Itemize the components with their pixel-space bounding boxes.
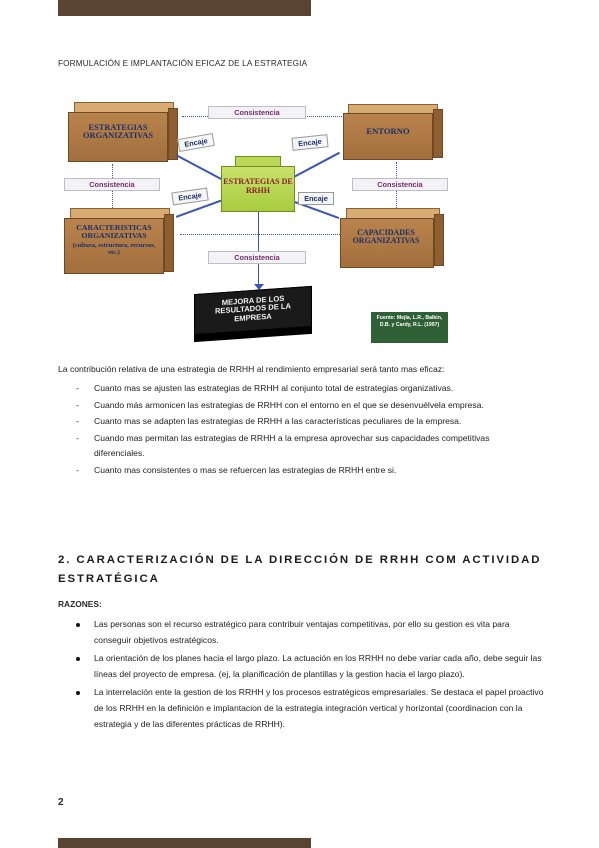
center-box: [221, 166, 295, 212]
bullet-icon: [76, 623, 80, 627]
section-heading: 2. CARACTERIZACIÓN DE LA DIRECCIÓN DE RR…: [58, 554, 542, 585]
bullet-icon: [76, 657, 80, 662]
box-capacidades-organizativas: [340, 208, 446, 268]
box-estrategias-organizativas: [68, 102, 180, 162]
consistencia-pill-top: Consistencia: [208, 106, 306, 119]
bottom-decorative-bar: [58, 838, 311, 848]
box-caracteristicas-organizativas: [64, 208, 176, 274]
intro-paragraph: La contribución relativa de una estrateg…: [58, 364, 445, 374]
center-box-lid: [235, 156, 281, 168]
list-item: -Cuando más armonicen las estrategias de…: [76, 399, 484, 410]
razones-label: RAZONES:: [58, 599, 102, 609]
bullet-list: Las personas son el recurso estratégico …: [58, 617, 548, 735]
list-item: Las personas son el recurso estratégico …: [58, 617, 548, 648]
consistency-line-middle: [180, 234, 340, 235]
list-item: -Cuanto mas consistentes o mas se refuer…: [76, 464, 397, 475]
arrow-line-down: [258, 212, 259, 286]
bullet-icon: [76, 691, 80, 696]
list-item: -Cuando mas permitan las estrategias de …: [76, 432, 490, 459]
encaje-tag-bottom-right: Encaje: [298, 192, 334, 205]
encaje-tag-bottom-left: Encaje: [171, 187, 209, 206]
arrow-encaje-top-right: [289, 151, 340, 180]
center-box-label: ESTRATEGIAS DE RRHH: [223, 177, 293, 195]
label-capacidades-organizativas: CAPACIDADES ORGANIZATIVAS: [352, 228, 420, 245]
label-caracteristicas-sub: (cultura, estructura, recursos, etc.): [72, 242, 156, 256]
page-header: FORMULACIÓN E IMPLANTACIÓN EFICAZ DE LA …: [58, 59, 308, 68]
page-number: 2: [58, 797, 64, 808]
encaje-tag-top-right: Encaje: [291, 134, 329, 151]
encaje-tag-top-left: Encaje: [177, 132, 215, 153]
list-item: La interrelación ente la gestion de los …: [58, 685, 548, 732]
top-decorative-bar: [58, 0, 311, 16]
consistencia-pill-middle: Consistencia: [208, 251, 306, 264]
list-item: -Cuanto mas se ajusten las estrategias d…: [76, 383, 454, 393]
consistencia-pill-left: Consistencia: [64, 178, 160, 191]
dash-list: -Cuanto mas se ajusten las estrategias d…: [58, 381, 538, 480]
label-entorno: ENTORNO: [366, 126, 410, 136]
arrow-head-down: [254, 284, 264, 290]
list-item: La orientación de los planes hacia el la…: [58, 651, 548, 682]
list-item: -Cuanto mas se adapten las estrategias d…: [76, 416, 462, 427]
consistencia-pill-right: Consistencia: [352, 178, 448, 191]
box-entorno: [343, 104, 443, 160]
label-caracteristicas-organizativas: CARACTERISTICAS ORGANIZATIVAS: [76, 223, 152, 240]
source-note: Fuente: Mejía, L.R., Balkin, D.B. y Card…: [371, 312, 448, 343]
strategy-diagram: ESTRATEGIAS ORGANIZATIVAS ENTORNO CARACT…: [58, 94, 453, 348]
label-estrategias-organizativas: ESTRATEGIAS ORGANIZATIVAS: [83, 123, 153, 141]
arrow-encaje-top-left: [175, 154, 223, 180]
